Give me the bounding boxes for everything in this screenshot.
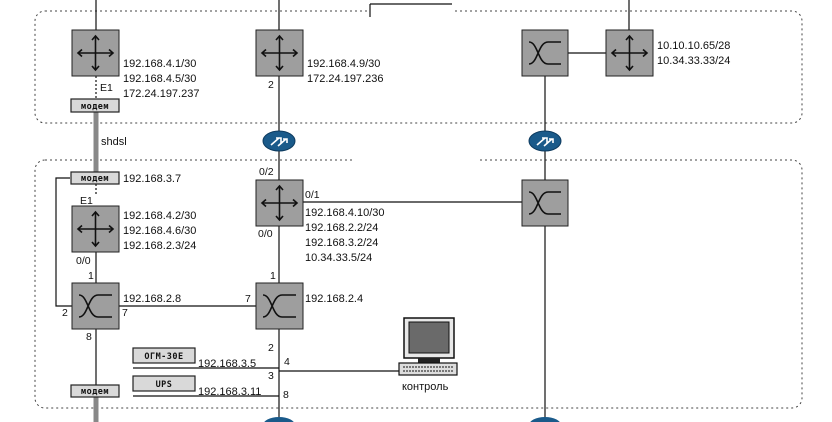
ups-ip: 192.168.3.11	[198, 386, 261, 398]
router-center-port-right: 0/1	[305, 189, 320, 201]
router-left-port-bottom: 0/0	[76, 255, 91, 267]
shdsl-label: shdsl	[101, 136, 127, 148]
router-a-port-e1: E1	[100, 82, 113, 94]
router-icon	[260, 34, 299, 72]
vpn-icon-bottom-right	[530, 417, 560, 422]
router-b[interactable]	[255, 29, 304, 77]
switch-left[interactable]	[71, 282, 120, 330]
switch-icon	[262, 294, 296, 318]
router-center-ip-1: 192.168.4.10/30	[305, 207, 385, 219]
router-b-port: 2	[268, 79, 274, 91]
switch-left-port-top: 1	[88, 270, 94, 282]
router-c-ip-1: 10.10.10.65/28	[657, 40, 730, 52]
router-icon	[260, 184, 299, 222]
ogm-label: ОГМ-30Е	[144, 352, 183, 362]
switch-center-port-left: 7	[245, 293, 251, 305]
switch-icon	[78, 294, 112, 318]
switch-center-port-top: 1	[270, 270, 276, 282]
switch-left-port-bottom: 8	[86, 331, 92, 343]
router-center-port-bottom: 0/0	[258, 228, 273, 240]
router-icon	[76, 210, 115, 248]
switch-left-port-left: 2	[62, 307, 68, 319]
pc-label: контроль	[402, 381, 449, 393]
monitor-icon	[398, 317, 458, 376]
vpn-icon-center	[262, 130, 296, 152]
router-a-ip-2: 192.168.4.5/30	[123, 73, 196, 85]
switch-center-port-2: 2	[268, 342, 274, 354]
router-left-ip-2: 192.168.4.6/30	[123, 225, 196, 237]
switch-icon	[528, 41, 561, 65]
modem-upper[interactable]: модем	[70, 98, 120, 113]
switch-center[interactable]	[255, 282, 304, 330]
modem-lower-bottom[interactable]: модем	[70, 384, 120, 398]
router-a-ip-1: 192.168.4.1/30	[123, 58, 196, 70]
switch-left-ip: 192.168.2.8	[123, 293, 181, 305]
switch-lower-right[interactable]	[521, 179, 569, 227]
router-center-ip-4: 10.34.33.5/24	[305, 252, 372, 264]
router-icon	[610, 34, 649, 72]
vpn-icon-right	[528, 130, 562, 152]
ups-device[interactable]: UPS	[132, 375, 196, 392]
ogm-ip: 192.168.3.5	[198, 358, 256, 370]
ups-label: UPS	[156, 380, 173, 390]
router-a-ip-3: 172.24.197.237	[123, 88, 199, 100]
router-left-ip-3: 192.168.2.3/24	[123, 240, 196, 252]
switch-center-port-4: 4	[284, 356, 290, 368]
router-c-ip-2: 10.34.33.33/24	[657, 55, 730, 67]
pc-workstation[interactable]: контроль	[398, 317, 458, 393]
router-a[interactable]	[71, 29, 120, 77]
router-c[interactable]	[605, 29, 654, 77]
router-left-port-e1: E1	[80, 195, 93, 207]
switch-center-port-8: 8	[283, 389, 289, 401]
switch-icon	[528, 191, 561, 215]
router-center-port-top: 0/2	[259, 166, 274, 178]
router-center-ip-2: 192.168.2.2/24	[305, 222, 378, 234]
router-left-ip-1: 192.168.4.2/30	[123, 210, 196, 222]
router-left[interactable]	[71, 205, 120, 253]
router-b-ip-2: 172.24.197.236	[307, 73, 383, 85]
ogm-device[interactable]: ОГМ-30Е	[132, 347, 196, 364]
switch-upper-right[interactable]	[521, 29, 569, 77]
modem-top-ip: 192.168.3.7	[123, 173, 181, 185]
switch-center-port-3: 3	[268, 370, 274, 382]
router-b-ip-1: 192.168.4.9/30	[307, 58, 380, 70]
router-icon	[76, 34, 115, 72]
modem-lower-top[interactable]: модем	[70, 171, 120, 185]
switch-left-port-right: 7	[122, 307, 128, 319]
switch-center-ip: 192.168.2.4	[305, 293, 363, 305]
modem-label: модем	[81, 102, 109, 112]
vpn-icon-bottom-center	[264, 417, 294, 422]
modem-label: модем	[81, 387, 109, 397]
router-center-ip-3: 192.168.3.2/24	[305, 237, 378, 249]
lower-zone-border	[34, 159, 803, 409]
router-center[interactable]	[255, 179, 304, 227]
modem-label: модем	[81, 174, 109, 184]
